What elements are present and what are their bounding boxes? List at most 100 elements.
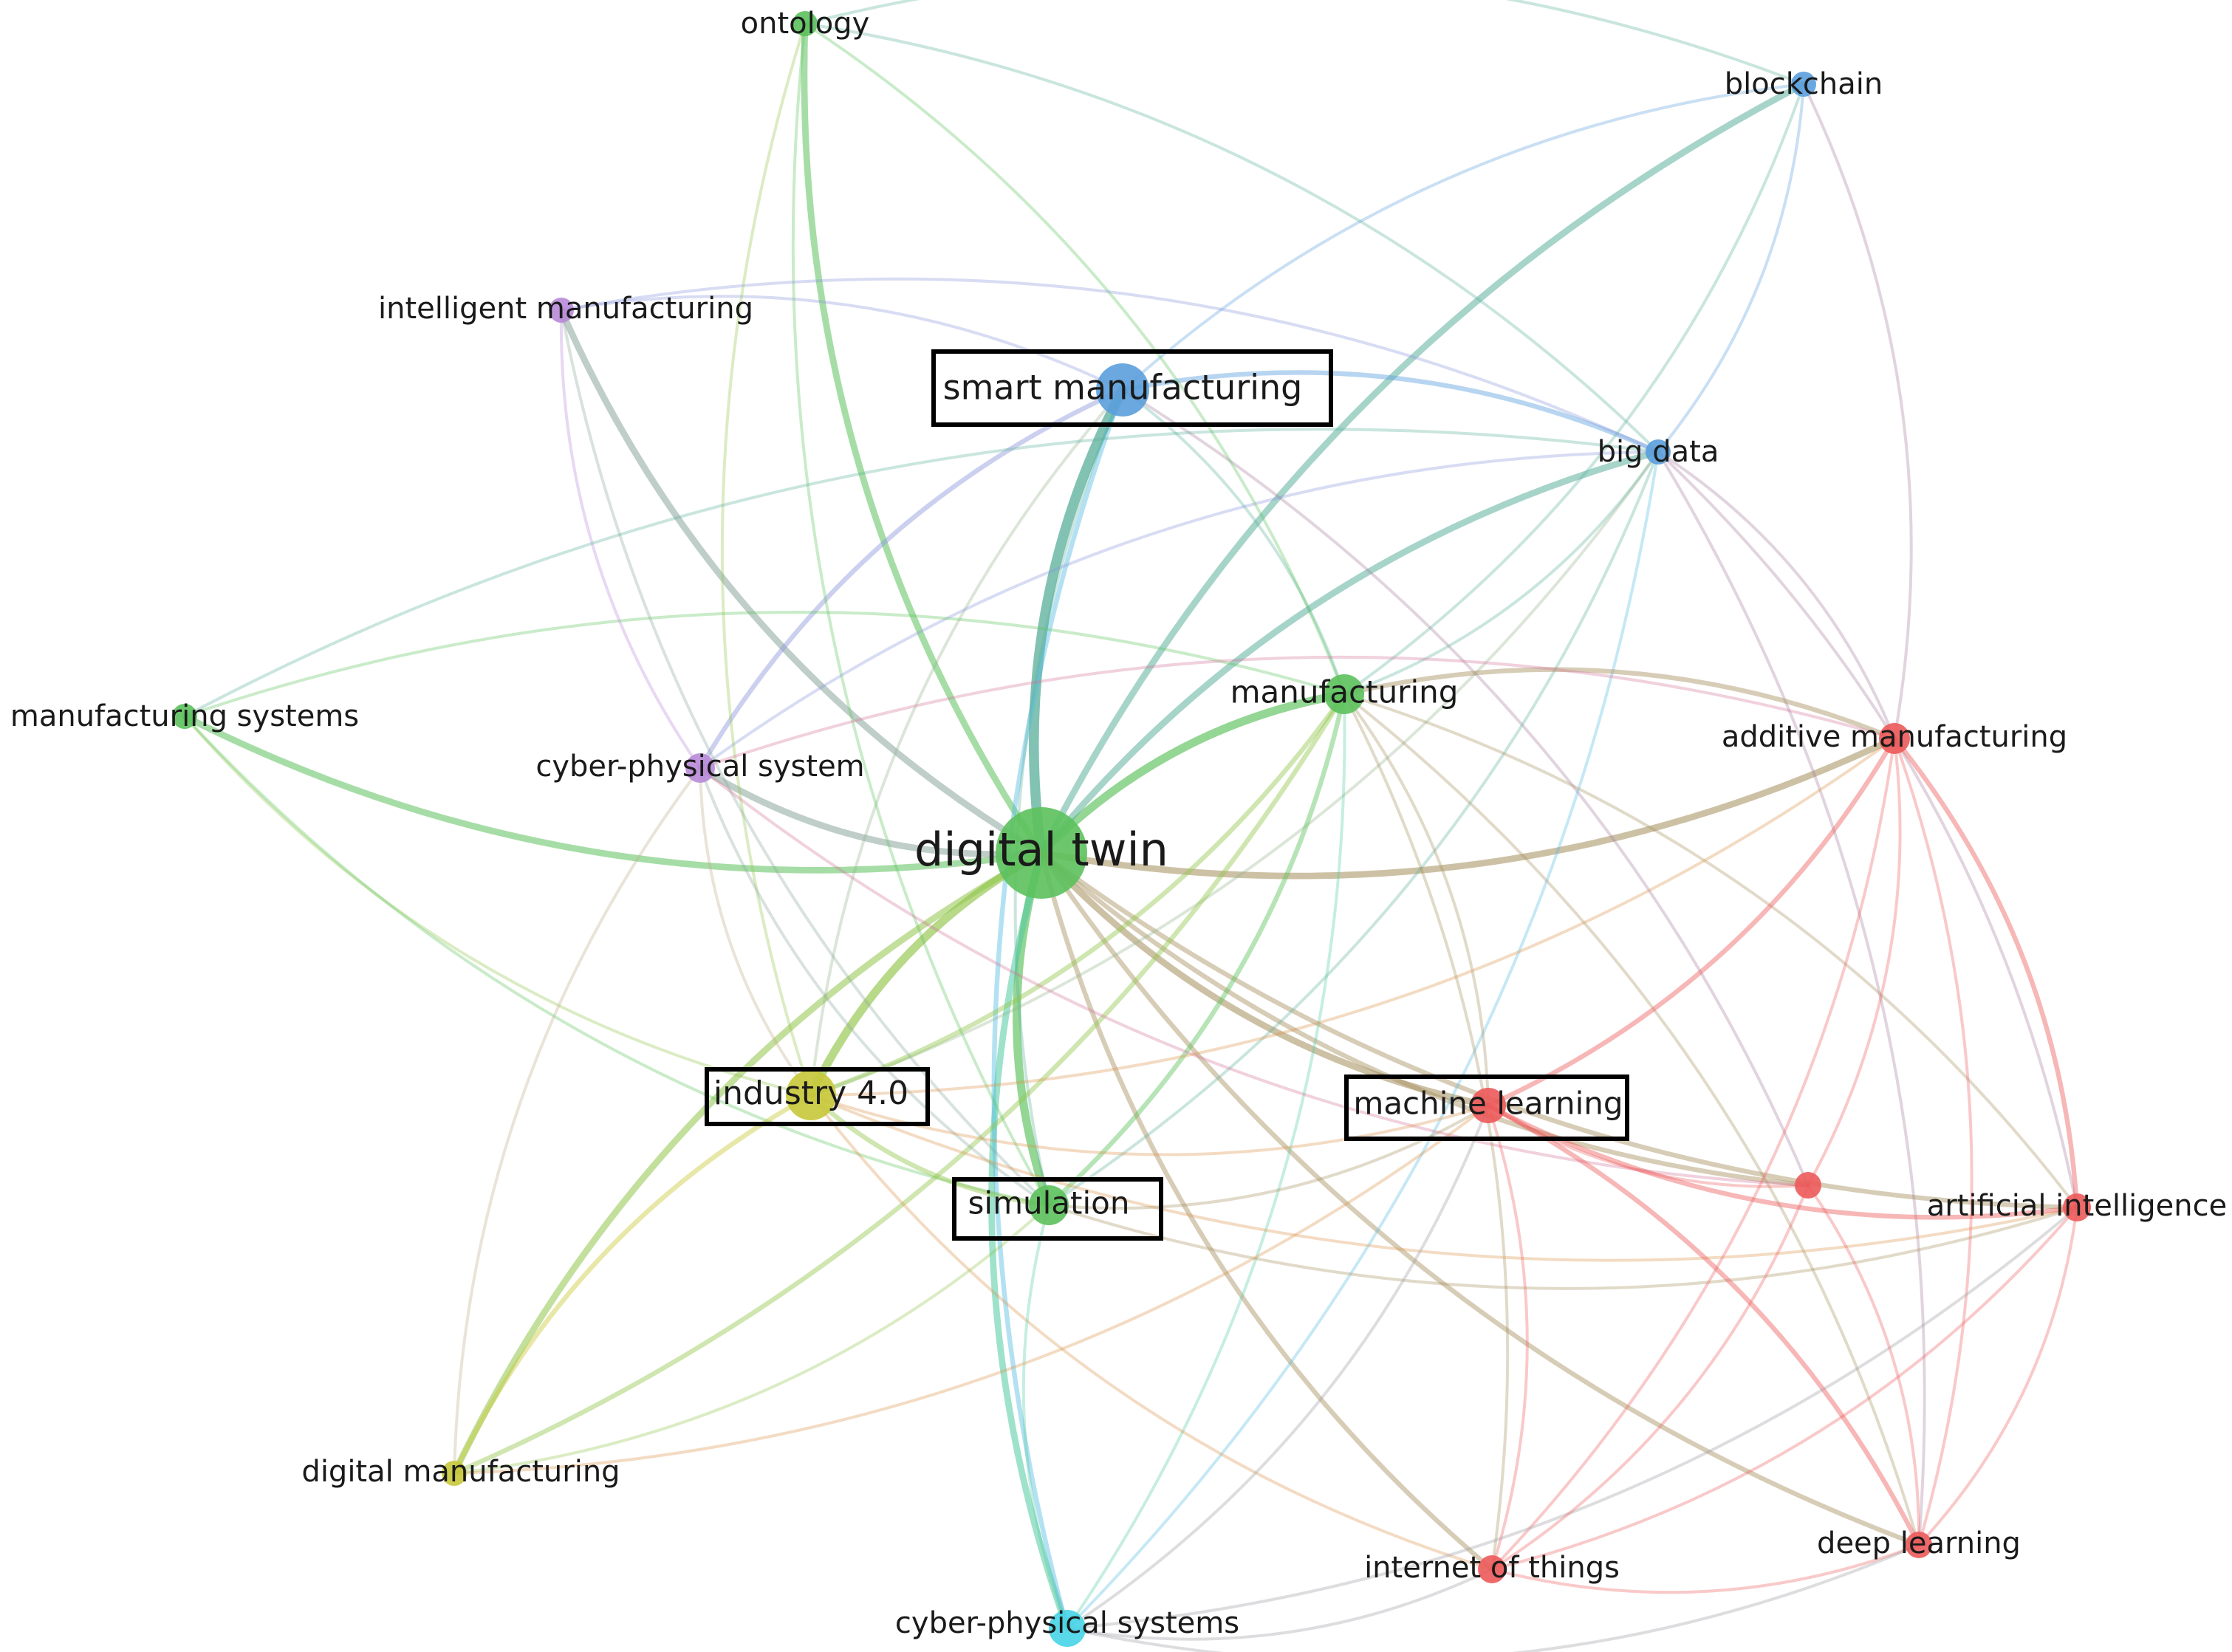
edge-artificial-intelligence-deep-learning	[1917, 1206, 2078, 1546]
edge-smart-manufacturing-cyber-physical-systems	[991, 387, 1126, 1631]
node-cyber-physical-systems[interactable]	[1049, 1610, 1086, 1647]
edge-digital-twin-manufacturing-systems	[181, 713, 1045, 874]
edge-digital-twin-digital-manufacturing	[451, 849, 1045, 1477]
edge-manufacturing-deep-learning	[1343, 693, 1920, 1546]
edge-digital-twin-intelligent-manufacturing	[558, 306, 1045, 857]
node-smart-manufacturing[interactable]	[1096, 363, 1149, 417]
edge-smart-manufacturing-big-data	[1120, 370, 1661, 455]
edge-manufacturing-systems-simulation	[183, 715, 1050, 1207]
label-manufacturing-systems: manufacturing systems	[10, 699, 359, 733]
label-ontology: ontology	[741, 7, 870, 41]
edge-machine-learning-internet-of-things	[1487, 1104, 1529, 1571]
edge-unlabeled-red-internet-of-things	[1490, 1184, 1810, 1571]
node-machine-learning[interactable]	[1471, 1088, 1506, 1123]
label-blockchain: blockchain	[1725, 67, 1883, 101]
edge-industry-4-0-additive-manufacturing	[809, 737, 1896, 1097]
edge-smart-manufacturing-intelligent-manufacturing	[560, 295, 1124, 391]
edge-ontology-big-data	[804, 22, 1660, 453]
label-big-data: big data	[1598, 435, 1719, 469]
node-blockchain[interactable]	[1791, 72, 1816, 97]
edge-manufacturing-industry-4-0	[808, 691, 1347, 1098]
edges-layer	[181, 0, 2080, 1652]
edge-ontology-simulation	[791, 22, 1050, 1207]
edge-digital-twin-cyber-physical-systems	[988, 849, 1071, 1632]
label-deep-learning: deep learning	[1817, 1526, 2021, 1560]
node-internet-of-things[interactable]	[1478, 1555, 1506, 1583]
edge-machine-learning-deep-learning	[1485, 1103, 1922, 1548]
node-simulation[interactable]	[1029, 1185, 1069, 1225]
edge-digital-manufacturing-cyber-physical-system	[453, 767, 702, 1475]
edge-machine-learning-artificial-intelligence	[1485, 1103, 2080, 1220]
edge-big-data-industry-4-0	[809, 450, 1660, 1097]
edge-digital-twin-cyber-physical-system	[696, 764, 1045, 858]
label-internet-of-things: internet of things	[1364, 1551, 1620, 1585]
nodes-layer	[172, 11, 2091, 1647]
edge-manufacturing-internet-of-things	[1343, 693, 1510, 1571]
edge-internet-of-things-deep-learning	[1490, 1543, 1920, 1594]
edge-manufacturing-additive-manufacturing	[1341, 667, 1897, 741]
node-artificial-intelligence[interactable]	[2063, 1193, 2091, 1221]
edge-industry-4-0-digital-manufacturing	[451, 1092, 814, 1476]
edge-digital-twin-deep-learning	[1038, 850, 1922, 1548]
edge-digital-twin-manufacturing	[1037, 690, 1349, 857]
edge-manufacturing-cyber-physical-systems	[1066, 693, 1346, 1630]
edge-smart-manufacturing-simulation	[1013, 388, 1124, 1207]
edge-artificial-intelligence-internet-of-things	[1490, 1206, 2078, 1571]
edge-additive-manufacturing-unlabeled-red	[1807, 737, 1902, 1187]
edge-smart-manufacturing-unlabeled-red	[1121, 388, 1810, 1187]
label-digital-manufacturing: digital manufacturing	[301, 1455, 620, 1489]
edge-digital-twin-artificial-intelligence	[1038, 850, 2080, 1210]
edge-digital-twin-machine-learning	[1038, 849, 1492, 1109]
label-cyber-physical-systems: cyber-physical systems	[895, 1606, 1239, 1640]
edge-manufacturing-machine-learning	[1343, 693, 1490, 1107]
node-digital-twin[interactable]	[996, 807, 1087, 899]
edge-additive-manufacturing-internet-of-things	[1490, 737, 1896, 1571]
edge-digital-twin-smart-manufacturing	[1028, 385, 1128, 858]
edge-cyber-physical-system-additive-manufacturing	[699, 655, 1896, 770]
edge-internet-of-things-cyber-physical-systems	[1066, 1568, 1493, 1641]
node-manufacturing-systems[interactable]	[172, 704, 197, 729]
label-machine-learning: machine learning	[1353, 1086, 1623, 1122]
edge-ontology-blockchain	[804, 0, 1805, 86]
edge-intelligent-manufacturing-cyber-physical-system	[559, 309, 702, 770]
edge-additive-manufacturing-artificial-intelligence	[1892, 736, 2080, 1210]
node-deep-learning[interactable]	[1906, 1532, 1932, 1558]
edge-intelligent-manufacturing-big-data	[560, 277, 1660, 453]
node-industry-4-0[interactable]	[786, 1070, 836, 1120]
highlight-boxes-layer	[705, 349, 1629, 1241]
edge-machine-learning-digital-manufacturing	[453, 1104, 1490, 1475]
edge-manufacturing-manufacturing-systems	[183, 610, 1346, 718]
edge-simulation-cyber-physical-systems	[1021, 1204, 1069, 1630]
node-big-data[interactable]	[1646, 439, 1671, 465]
edge-smart-manufacturing-blockchain	[1121, 83, 1805, 391]
node-ontology[interactable]	[793, 11, 818, 36]
highlight-box-machine-learning	[1344, 1075, 1629, 1141]
node-digital-manufacturing[interactable]	[442, 1461, 467, 1486]
label-digital-twin: digital twin	[914, 823, 1168, 877]
node-intelligent-manufacturing[interactable]	[549, 298, 574, 323]
node-unlabeled-red[interactable]	[1795, 1172, 1821, 1199]
edge-digital-twin-ontology	[801, 20, 1045, 857]
edge-manufacturing-digital-manufacturing	[451, 691, 1347, 1476]
node-manufacturing[interactable]	[1324, 674, 1364, 714]
edge-blockchain-big-data	[1657, 83, 1805, 453]
highlight-box-industry-4-0	[705, 1067, 930, 1126]
edge-big-data-cyber-physical-systems	[1066, 450, 1660, 1630]
edge-intelligent-manufacturing-simulation	[560, 309, 1050, 1207]
edge-manufacturing-systems-big-data	[183, 428, 1660, 718]
edge-industry-4-0-internet-of-things	[809, 1094, 1493, 1571]
label-additive-manufacturing: additive manufacturing	[1722, 720, 2067, 754]
node-cyber-physical-system[interactable]	[685, 753, 715, 783]
edge-unlabeled-red-deep-learning	[1807, 1184, 1921, 1546]
label-smart-manufacturing: smart manufacturing	[943, 368, 1303, 408]
highlight-box-smart-manufacturing	[931, 349, 1333, 427]
edge-big-data-artificial-intelligence	[1657, 450, 2078, 1209]
node-additive-manufacturing[interactable]	[1879, 723, 1910, 754]
edge-industry-4-0-artificial-intelligence	[809, 1094, 2078, 1262]
edge-digital-twin-unlabeled-red	[1038, 850, 1811, 1188]
edge-machine-learning-cyber-physical-systems	[1066, 1104, 1490, 1630]
label-cyber-physical-system: cyber-physical system	[535, 750, 864, 784]
label-intelligent-manufacturing: intelligent manufacturing	[378, 292, 753, 326]
